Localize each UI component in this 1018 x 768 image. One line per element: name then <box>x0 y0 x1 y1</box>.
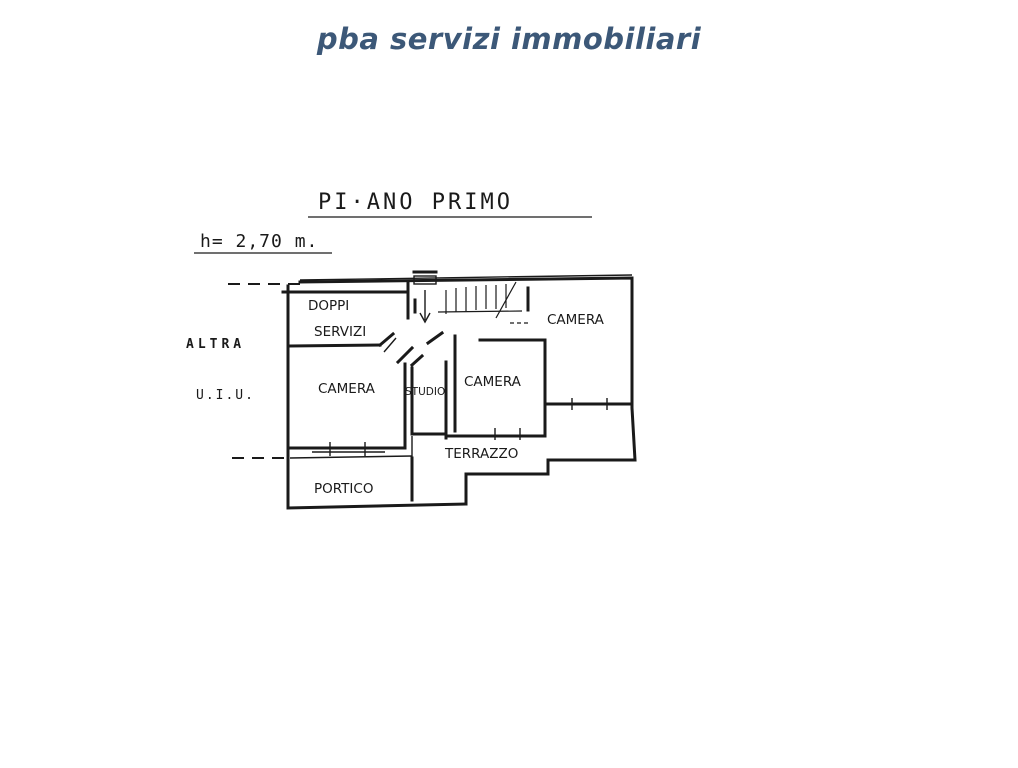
room-label-portico: PORTICO <box>314 481 373 497</box>
neighbor-unit-sublabel: U.I.U. <box>196 388 255 403</box>
floor-title: PI·ANO PRIMO <box>318 190 513 215</box>
staircase <box>412 270 528 324</box>
left-bedroom-walls <box>288 362 407 456</box>
room-label-camera-left: CAMERA <box>318 381 376 397</box>
room-label-servizi: SERVIZI <box>314 324 366 340</box>
room-label-studio: STUDIO <box>405 386 445 398</box>
ceiling-height-label: h= 2,70 m. <box>200 231 318 252</box>
room-label-camera-center: CAMERA <box>464 374 522 390</box>
hall-walls <box>395 298 448 440</box>
brand-logo-text: pba servizi immobiliari <box>316 22 702 56</box>
room-label-doppi: DOPPI <box>308 298 349 314</box>
room-label-camera-right: CAMERA <box>547 312 605 328</box>
room-label-terrazzo: TERRAZZO <box>444 446 518 462</box>
neighbor-unit-label: ALTRA <box>186 337 245 352</box>
bathroom-walls <box>281 280 410 353</box>
outer-walls <box>286 274 637 510</box>
right-bedroom-walls <box>526 286 634 410</box>
